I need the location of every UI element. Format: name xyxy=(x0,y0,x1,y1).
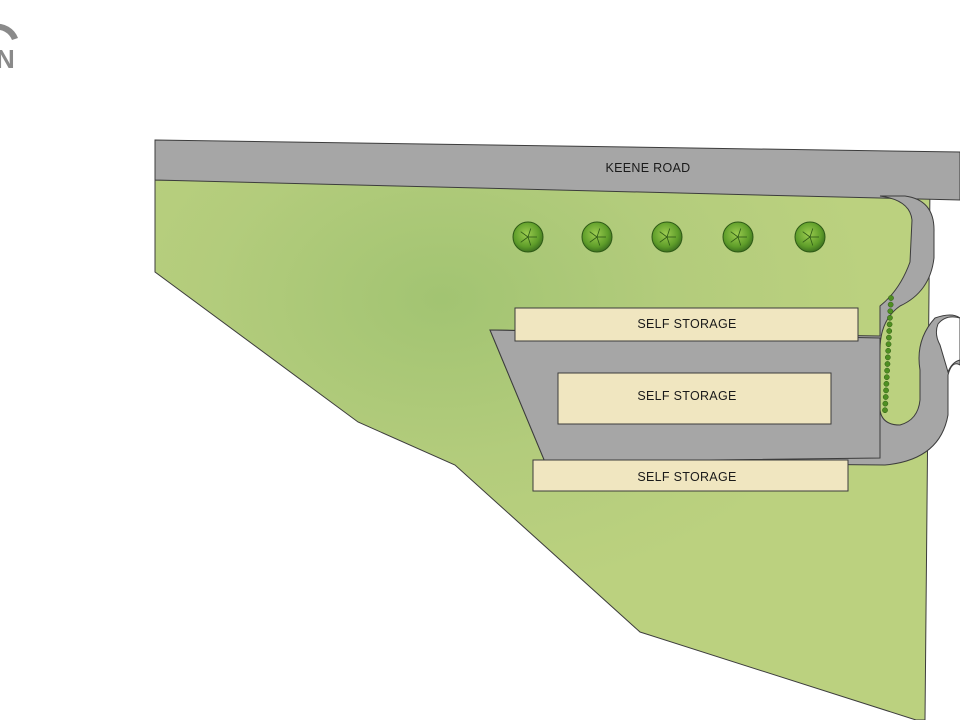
shrub-icon xyxy=(882,394,889,400)
shrub-icon xyxy=(884,367,890,374)
building-self-storage-3: SELF STORAGE xyxy=(532,459,849,492)
tree-icon xyxy=(581,221,613,253)
keene-road xyxy=(154,139,960,201)
shrub-row xyxy=(882,295,894,414)
shrub-icon xyxy=(887,301,894,308)
shrub-icon xyxy=(886,334,892,341)
shrub-icon xyxy=(883,380,890,387)
tree-icon xyxy=(722,221,754,253)
shrub-icon xyxy=(886,321,893,328)
shrub-icon xyxy=(884,354,891,361)
tree-icon xyxy=(512,221,544,253)
shrub-icon xyxy=(885,341,892,348)
shrub-icon xyxy=(882,407,888,414)
shrub-icon xyxy=(888,295,894,301)
road-label: KEENE ROAD xyxy=(606,161,691,175)
shrub-icon xyxy=(887,314,893,321)
shrub-icon xyxy=(883,374,890,381)
building-label: SELF STORAGE xyxy=(637,317,736,331)
building-self-storage-1: SELF STORAGE xyxy=(514,307,859,342)
turnaround-notch xyxy=(935,316,960,374)
building-label: SELF STORAGE xyxy=(637,470,736,484)
tree-icon xyxy=(794,221,826,253)
tree-row xyxy=(512,221,826,253)
shrub-icon xyxy=(884,361,891,367)
tree-icon xyxy=(651,221,683,253)
north-arrow-icon: N xyxy=(0,23,18,74)
shrub-icon xyxy=(887,308,894,315)
north-arrow-letter: N xyxy=(0,44,15,74)
building-self-storage-2: SELF STORAGE xyxy=(557,372,832,425)
shrub-icon xyxy=(886,328,893,334)
shrub-icon xyxy=(883,387,889,394)
shrub-icon xyxy=(882,400,889,407)
shrub-icon xyxy=(885,347,892,354)
building-label: SELF STORAGE xyxy=(637,389,736,403)
